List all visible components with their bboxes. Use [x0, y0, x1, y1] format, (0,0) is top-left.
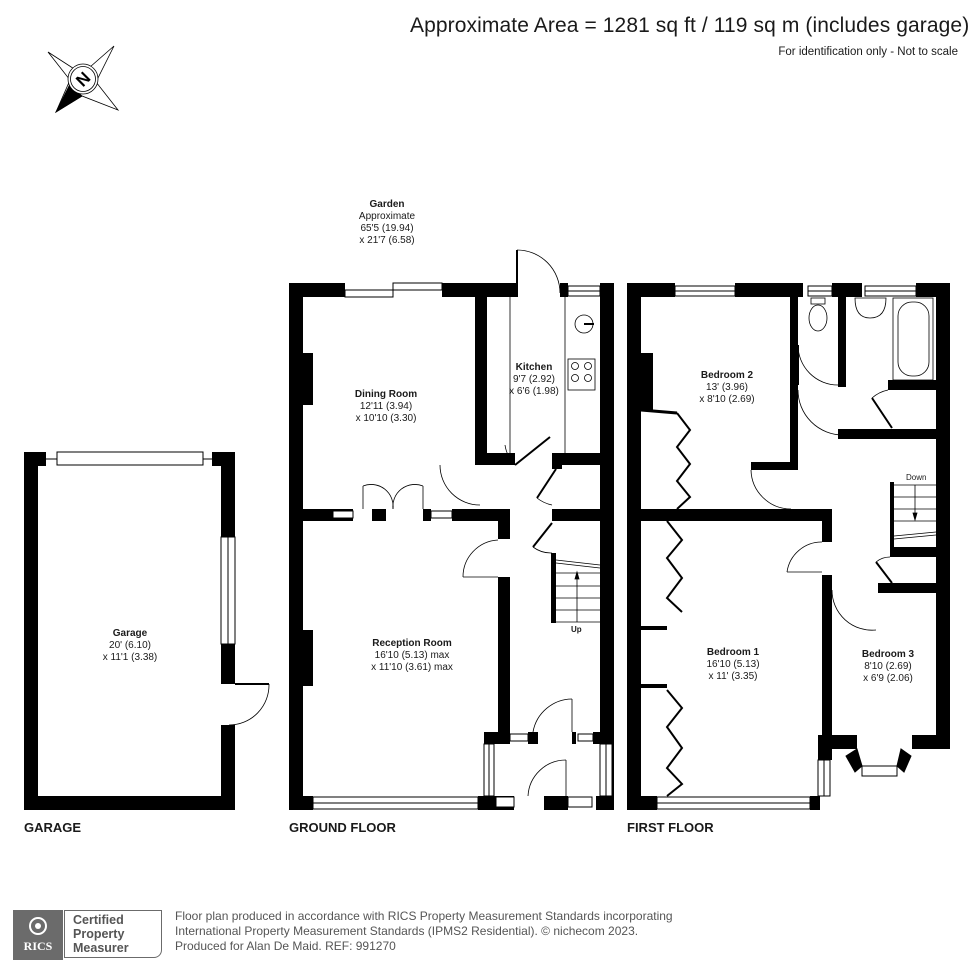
room-dim2: x 8'10 (2.69) [699, 394, 755, 405]
room-label-bedroom-1: Bedroom 1 16'10 (5.13) x 11' (3.35) [706, 647, 759, 683]
first-floor-plan [627, 283, 950, 810]
room-name: Garage [112, 628, 148, 639]
garden-dim1: 65'5 (19.94) [360, 223, 414, 234]
room-name: Dining Room [354, 389, 418, 400]
room-name: Bedroom 2 [700, 370, 754, 381]
stairs-down [893, 484, 937, 540]
room-dim2: x 6'9 (2.06) [863, 673, 913, 684]
footer-line-1: Floor plan produced in accordance with R… [175, 909, 673, 923]
room-label-kitchen: Kitchen 9'7 (2.92) x 6'6 (1.98) [509, 362, 559, 398]
ground-floor-openings [312, 282, 613, 810]
room-dim1: 16'10 (5.13) max [374, 650, 450, 661]
compass-north-icon: N [47, 45, 120, 114]
footer-line-3: Produced for Alan De Maid. REF: 991270 [175, 939, 396, 953]
kitchen-fixtures [567, 314, 596, 391]
room-dim2: x 11' (3.35) [708, 671, 758, 682]
first-floor-openings [656, 285, 917, 810]
room-dim1: 20' (6.10) [109, 640, 151, 651]
room-name: Reception Room [372, 638, 452, 649]
garden-label: Garden Approximate 65'5 (19.94) x 21'7 (… [359, 199, 415, 247]
area-title: Approximate Area = 1281 sq ft / 119 sq m… [410, 14, 970, 37]
room-dim2: x 10'10 (3.30) [355, 413, 417, 424]
room-dim1: 9'7 (2.92) [513, 374, 555, 385]
stairs-up [555, 559, 601, 623]
ground-floor-doors [362, 249, 573, 797]
floor-label-first-floor: FIRST FLOOR [627, 820, 714, 835]
stairs-down-label: Down [906, 473, 927, 482]
badge-line-1: Certified [73, 913, 124, 927]
garden-dim2: x 21'7 (6.58) [359, 235, 415, 246]
bathroom-fixtures [808, 297, 934, 381]
room-dim2: x 11'1 (3.38) [102, 652, 158, 663]
room-label-garage: Garage 20' (6.10) x 11'1 (3.38) [103, 628, 158, 664]
room-dim1: 16'10 (5.13) [706, 659, 760, 670]
ground-floor-plan [289, 283, 614, 810]
floor-label-ground-floor: GROUND FLOOR [289, 820, 396, 835]
rics-logo: RICS [13, 910, 63, 960]
garage-plan [24, 451, 270, 810]
room-label-bedroom-2: Bedroom 2 13' (3.96) x 8'10 (2.69) [699, 370, 754, 406]
room-name: Kitchen [515, 362, 553, 373]
room-label-bedroom-3: Bedroom 3 8'10 (2.69) x 6'9 (2.06) [862, 649, 914, 685]
room-dim2: x 6'6 (1.98) [509, 386, 559, 397]
footer-line-2: International Property Measurement Stand… [175, 924, 639, 938]
room-label-dining-room: Dining Room 12'11 (3.94) x 10'10 (3.30) [355, 389, 417, 425]
certified-property-measurer-badge: Certified Property Measurer [64, 910, 162, 958]
room-dim1: 13' (3.96) [706, 382, 748, 393]
room-name: Bedroom 3 [861, 649, 915, 660]
first-floor-doors [640, 344, 893, 797]
floor-label-garage: GARAGE [24, 820, 82, 835]
footer-notice: Floor plan produced in accordance with R… [175, 909, 673, 954]
badge-line-3: Measurer [73, 941, 129, 955]
stairs-up-label: Up [571, 625, 582, 634]
badge-line-2: Property [73, 927, 125, 941]
room-dim1: 8'10 (2.69) [864, 661, 912, 672]
disclaimer: For identification only - Not to scale [778, 46, 958, 58]
garden-note: Approximate [358, 211, 416, 222]
room-dim1: 12'11 (3.94) [359, 401, 413, 412]
room-dim2: x 11'10 (3.61) max [371, 662, 453, 673]
garden-name: Garden [369, 199, 405, 210]
rics-wordmark: RICS [23, 939, 53, 953]
room-label-reception-room: Reception Room 16'10 (5.13) max x 11'10 … [371, 638, 453, 674]
room-name: Bedroom 1 [706, 647, 760, 658]
lion-icon [29, 917, 47, 935]
